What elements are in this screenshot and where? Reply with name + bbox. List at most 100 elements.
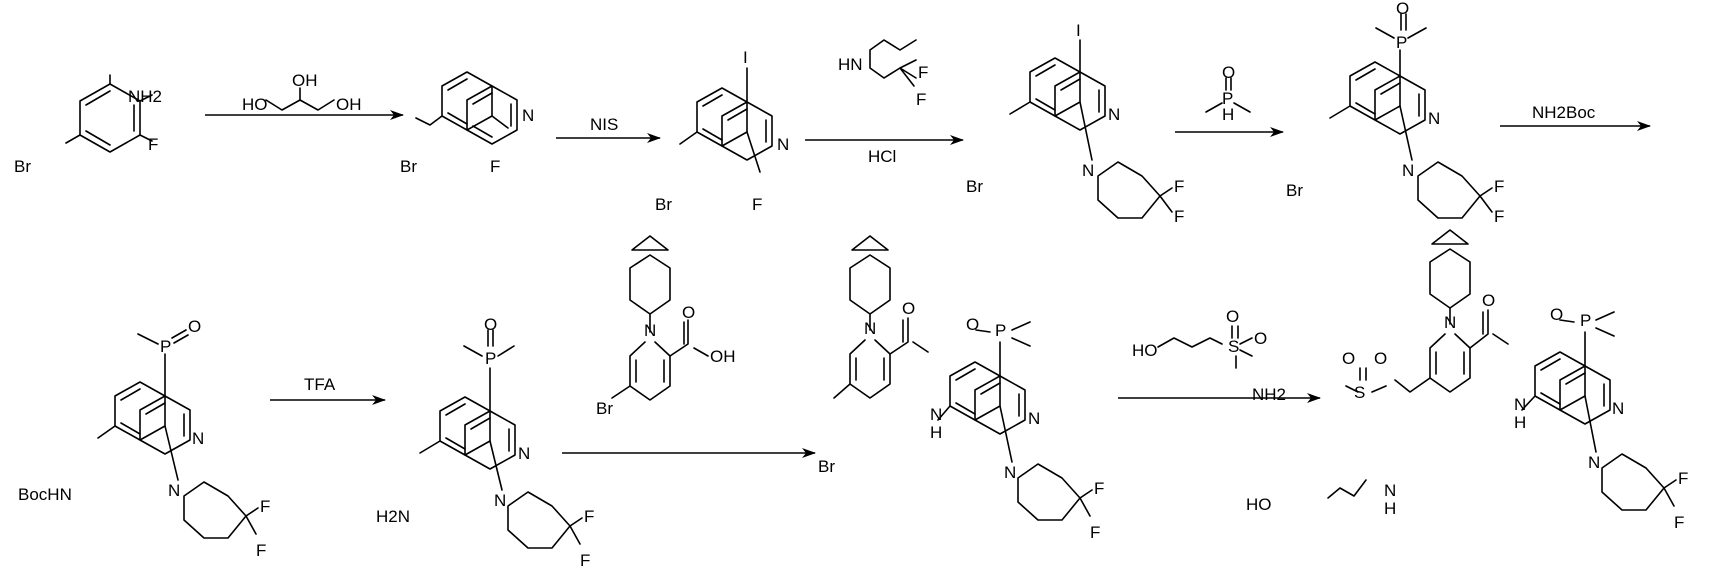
amide-o-label: O: [1482, 291, 1495, 310]
iodo-label: I: [743, 48, 748, 67]
fluoro-label-2: F: [256, 541, 266, 560]
piperidine-n-label: N: [1402, 161, 1414, 180]
bochn-label: BocHN: [18, 485, 72, 504]
quinoline-n-label: N: [1612, 399, 1624, 418]
intermediate-6-bromo-8-fluoroquinoline: N Br F: [400, 72, 534, 176]
bromo-label: Br: [596, 399, 613, 418]
fluoro-label-1: F: [1678, 469, 1688, 488]
piperidine-n-label: N: [168, 481, 180, 500]
fluoro-label-1: F: [1494, 177, 1504, 196]
bromo-label: Br: [655, 195, 672, 214]
glycerol-oh-right-label: OH: [336, 95, 362, 114]
fluoro-label-2: F: [916, 90, 926, 109]
amine-label: NH2: [128, 87, 162, 106]
quinoline-n-label: N: [192, 429, 204, 448]
amide-n-label: N: [930, 405, 942, 424]
sulfur-label: S: [1228, 337, 1239, 356]
spiro-n-label: N: [644, 321, 656, 340]
piperidine-hn-label: HN: [838, 55, 863, 74]
reaction-arrow-3: HN F F HCl: [805, 40, 963, 166]
fluoro-label-1: F: [1174, 177, 1184, 196]
amide-o-label: O: [902, 299, 915, 318]
fluoro-label-1: F: [1094, 479, 1104, 498]
carbonyl-o-label: O: [682, 303, 695, 322]
hydroxyl-label: HO: [1246, 495, 1272, 514]
hcl-reagent-label: HCl: [868, 147, 896, 166]
sulfonyl-o-label-1: O: [1226, 307, 1239, 326]
fluoro-label: F: [752, 195, 762, 214]
bromo-label: Br: [818, 457, 835, 476]
reaction-arrow-1: HO OH OH: [205, 71, 403, 115]
reaction-arrow-2: NIS: [556, 115, 660, 138]
intermediate-bromo-amide: N Br O N H P O N N F F: [818, 236, 1104, 542]
hydrogen-label: H: [1222, 105, 1234, 124]
hydroxyethanesulfonamide-reagent: HO S O O NH2: [1132, 307, 1286, 404]
amide-h-label: H: [1514, 413, 1526, 432]
piperidine-n-label: N: [494, 491, 506, 510]
reaction-arrow-4: P O H: [1175, 63, 1283, 132]
piperidine-n-label: N: [1082, 161, 1094, 180]
phosphorus-label: P: [485, 349, 496, 368]
phosphorus-label: P: [1580, 311, 1591, 330]
starting-material-4-bromo-2-fluoroaniline: NH2 Br F: [14, 75, 162, 176]
bromo-label: Br: [966, 177, 983, 196]
intermediate-free-amine: P O N H2N N F F: [376, 315, 594, 570]
intermediate-piperidinyl-iodoquinoline: I N Br N F F: [966, 21, 1184, 226]
intermediate-dimethylphosphoryl-quinoline: P O N Br N F F: [1286, 0, 1504, 226]
fluoro-label-2: F: [1674, 513, 1684, 532]
phosphorus-label: P: [1396, 33, 1407, 52]
phosphorus-label: P: [160, 337, 171, 356]
bromo-label: Br: [14, 157, 31, 176]
glycerol-ho-label: HO: [242, 95, 268, 114]
phosphoryl-o-label: O: [966, 315, 979, 334]
reaction-arrow-8: HO S O O NH2: [1118, 307, 1320, 404]
nis-reagent-label: NIS: [590, 115, 618, 134]
oxygen-label: O: [484, 315, 497, 334]
intermediate-3-iodo-quinoline: I N Br F: [655, 48, 789, 214]
glycerol-oh-top-label: OH: [292, 71, 318, 90]
glycerol-reagent: HO OH OH: [242, 71, 362, 114]
fluoro-label-2: F: [1174, 207, 1184, 226]
bromo-label: Br: [400, 157, 417, 176]
quinoline-n-label: N: [1108, 105, 1120, 124]
reaction-arrow-7: N Br O OH: [562, 236, 815, 453]
hydroxyl-label: HO: [1132, 341, 1158, 360]
fluoro-label-1: F: [918, 63, 928, 82]
difluoropiperidine-reagent: HN F F: [838, 40, 928, 109]
reaction-arrow-6: TFA: [270, 375, 385, 400]
sulfonamide-nh2-label: NH2: [1252, 385, 1286, 404]
oxygen-label: O: [1396, 0, 1409, 18]
sulfonamide-n-label: N: [1384, 481, 1396, 500]
sulfonamide-h-label: H: [1384, 499, 1396, 518]
fluoro-label-1: F: [260, 497, 270, 516]
fluoro-label-2: F: [1090, 523, 1100, 542]
piperidine-n-label: N: [1004, 463, 1016, 482]
spiro-n-label: N: [1444, 313, 1456, 332]
iodo-label: I: [1076, 21, 1081, 40]
nh2boc-reagent-label: NH2Boc: [1532, 103, 1596, 122]
amide-h-label: H: [930, 423, 942, 442]
dimethylphosphine-oxide-reagent: P O H: [1206, 63, 1250, 124]
sulfur-label: S: [1354, 383, 1365, 402]
quinoline-n-label: N: [1428, 109, 1440, 128]
final-product-sulfonamide: N HO S O O N H O N H P O N N F F: [1246, 230, 1688, 532]
tfa-reagent-label: TFA: [304, 375, 336, 394]
amide-n-label: N: [1514, 395, 1526, 414]
fluoro-label: F: [148, 135, 158, 154]
bromo-label: Br: [1286, 181, 1303, 200]
quinoline-n-label: N: [1028, 409, 1040, 428]
fluoro-label: F: [490, 157, 500, 176]
oxygen-label: O: [188, 317, 201, 336]
quinoline-n-label: N: [777, 135, 789, 154]
h2n-label: H2N: [376, 507, 410, 526]
oxygen-label: O: [1222, 63, 1235, 82]
intermediate-boc-protected-amine: P O N BocHN N F F: [18, 317, 270, 560]
fluoro-label-2: F: [1494, 207, 1504, 226]
spiro-benzoic-acid-reagent: N Br O OH: [596, 236, 736, 418]
phosphoryl-o-label: O: [1550, 305, 1563, 324]
fluoro-label-2: F: [580, 551, 590, 570]
hydroxyl-label: OH: [710, 347, 736, 366]
spiro-n-label: N: [864, 319, 876, 338]
reaction-arrow-5: NH2Boc: [1500, 103, 1650, 126]
